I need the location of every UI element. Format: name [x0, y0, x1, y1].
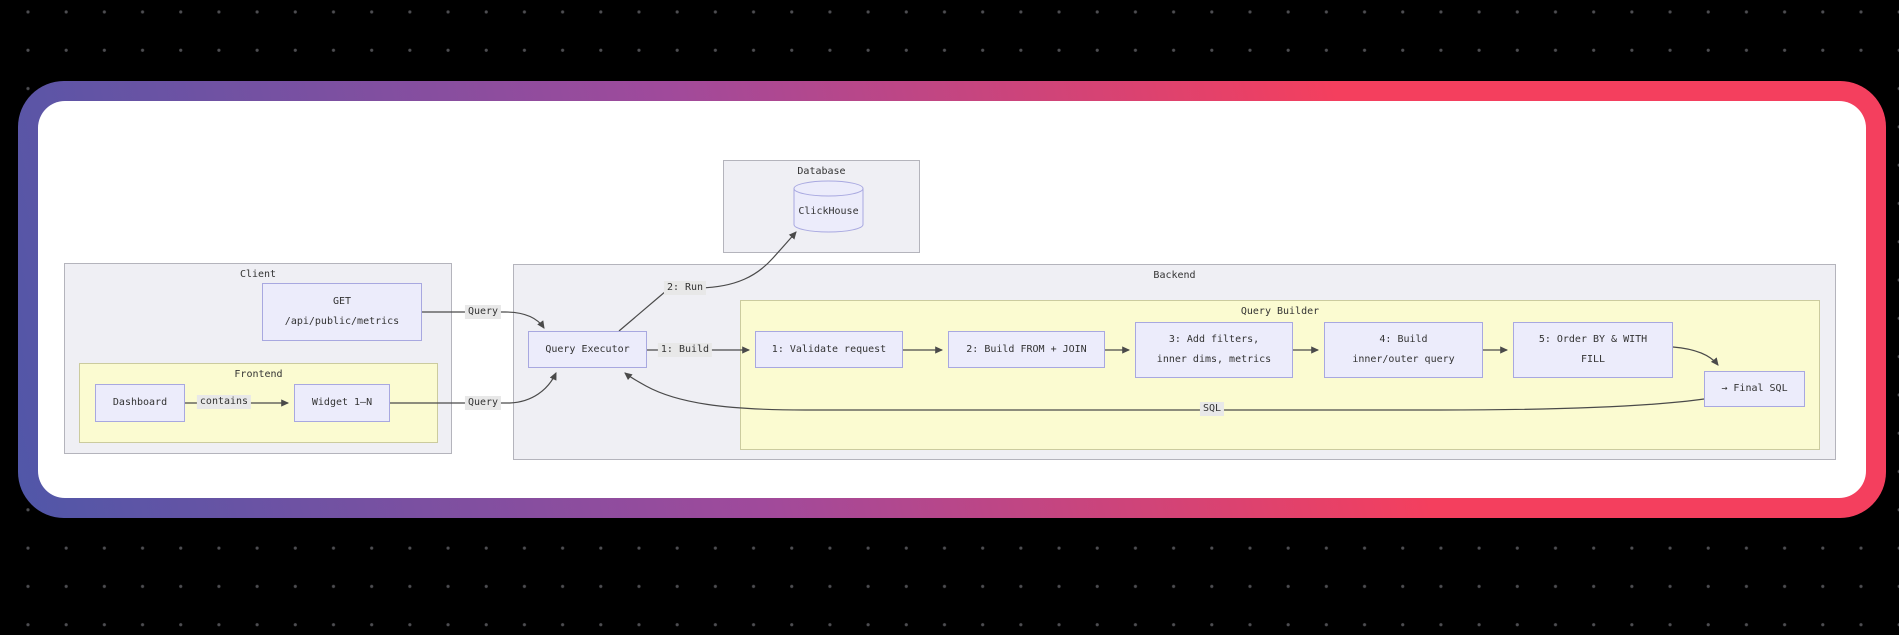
- node-step4-line1: 4: Build: [1379, 334, 1428, 345]
- node-get-line2: /api/public/metrics: [284, 316, 400, 327]
- edge-label-sql: SQL: [1199, 402, 1225, 416]
- clickhouse-cylinder: [793, 180, 864, 233]
- node-step3-line1: 3: Add filters,: [1168, 334, 1260, 345]
- node-dashboard: Dashboard: [95, 384, 185, 422]
- edge-widget-to-executor: [390, 372, 557, 404]
- cluster-database: Database: [723, 160, 920, 253]
- node-step5-line2: FILL: [1580, 354, 1606, 365]
- cluster-query-builder-title: Query Builder: [1240, 306, 1320, 317]
- node-get-line1: GET: [332, 296, 352, 307]
- edge-label-run: 2: Run: [663, 281, 707, 295]
- node-widget: Widget 1–N: [294, 384, 390, 422]
- node-step4-build-inner-outer: 4: Build inner/outer query: [1324, 322, 1483, 378]
- node-step3-line2: inner dims, metrics: [1156, 354, 1272, 365]
- node-step4-line2: inner/outer query: [1352, 354, 1455, 365]
- node-final-sql: → Final SQL: [1704, 371, 1805, 407]
- node-query-executor: Query Executor: [528, 331, 647, 368]
- node-get-endpoint: GET /api/public/metrics: [262, 283, 422, 341]
- cluster-frontend-title: Frontend: [234, 369, 283, 380]
- edge-label-query-get: Query: [464, 305, 502, 319]
- edge-label-query-widget: Query: [464, 396, 502, 410]
- edge-step5-to-final: [1672, 346, 1719, 366]
- edge-get-to-executor: [422, 311, 545, 329]
- cluster-database-title: Database: [797, 166, 846, 177]
- edge-label-contains: contains: [196, 395, 252, 409]
- node-clickhouse-label: ClickHouse: [798, 206, 859, 217]
- cluster-backend-title: Backend: [1153, 270, 1196, 281]
- edge-executor-to-clickhouse: [618, 231, 797, 332]
- cluster-client-title: Client: [239, 269, 277, 280]
- edge-label-build: 1: Build: [657, 343, 713, 357]
- node-step5-line1: 5: Order BY & WITH: [1538, 334, 1648, 345]
- node-step3-add-filters: 3: Add filters, inner dims, metrics: [1135, 322, 1293, 378]
- edge-final-to-executor: [624, 372, 1705, 411]
- node-step2-build-from-join: 2: Build FROM + JOIN: [948, 331, 1105, 368]
- node-step1-validate: 1: Validate request: [755, 331, 903, 368]
- node-step5-order-by: 5: Order BY & WITH FILL: [1513, 322, 1673, 378]
